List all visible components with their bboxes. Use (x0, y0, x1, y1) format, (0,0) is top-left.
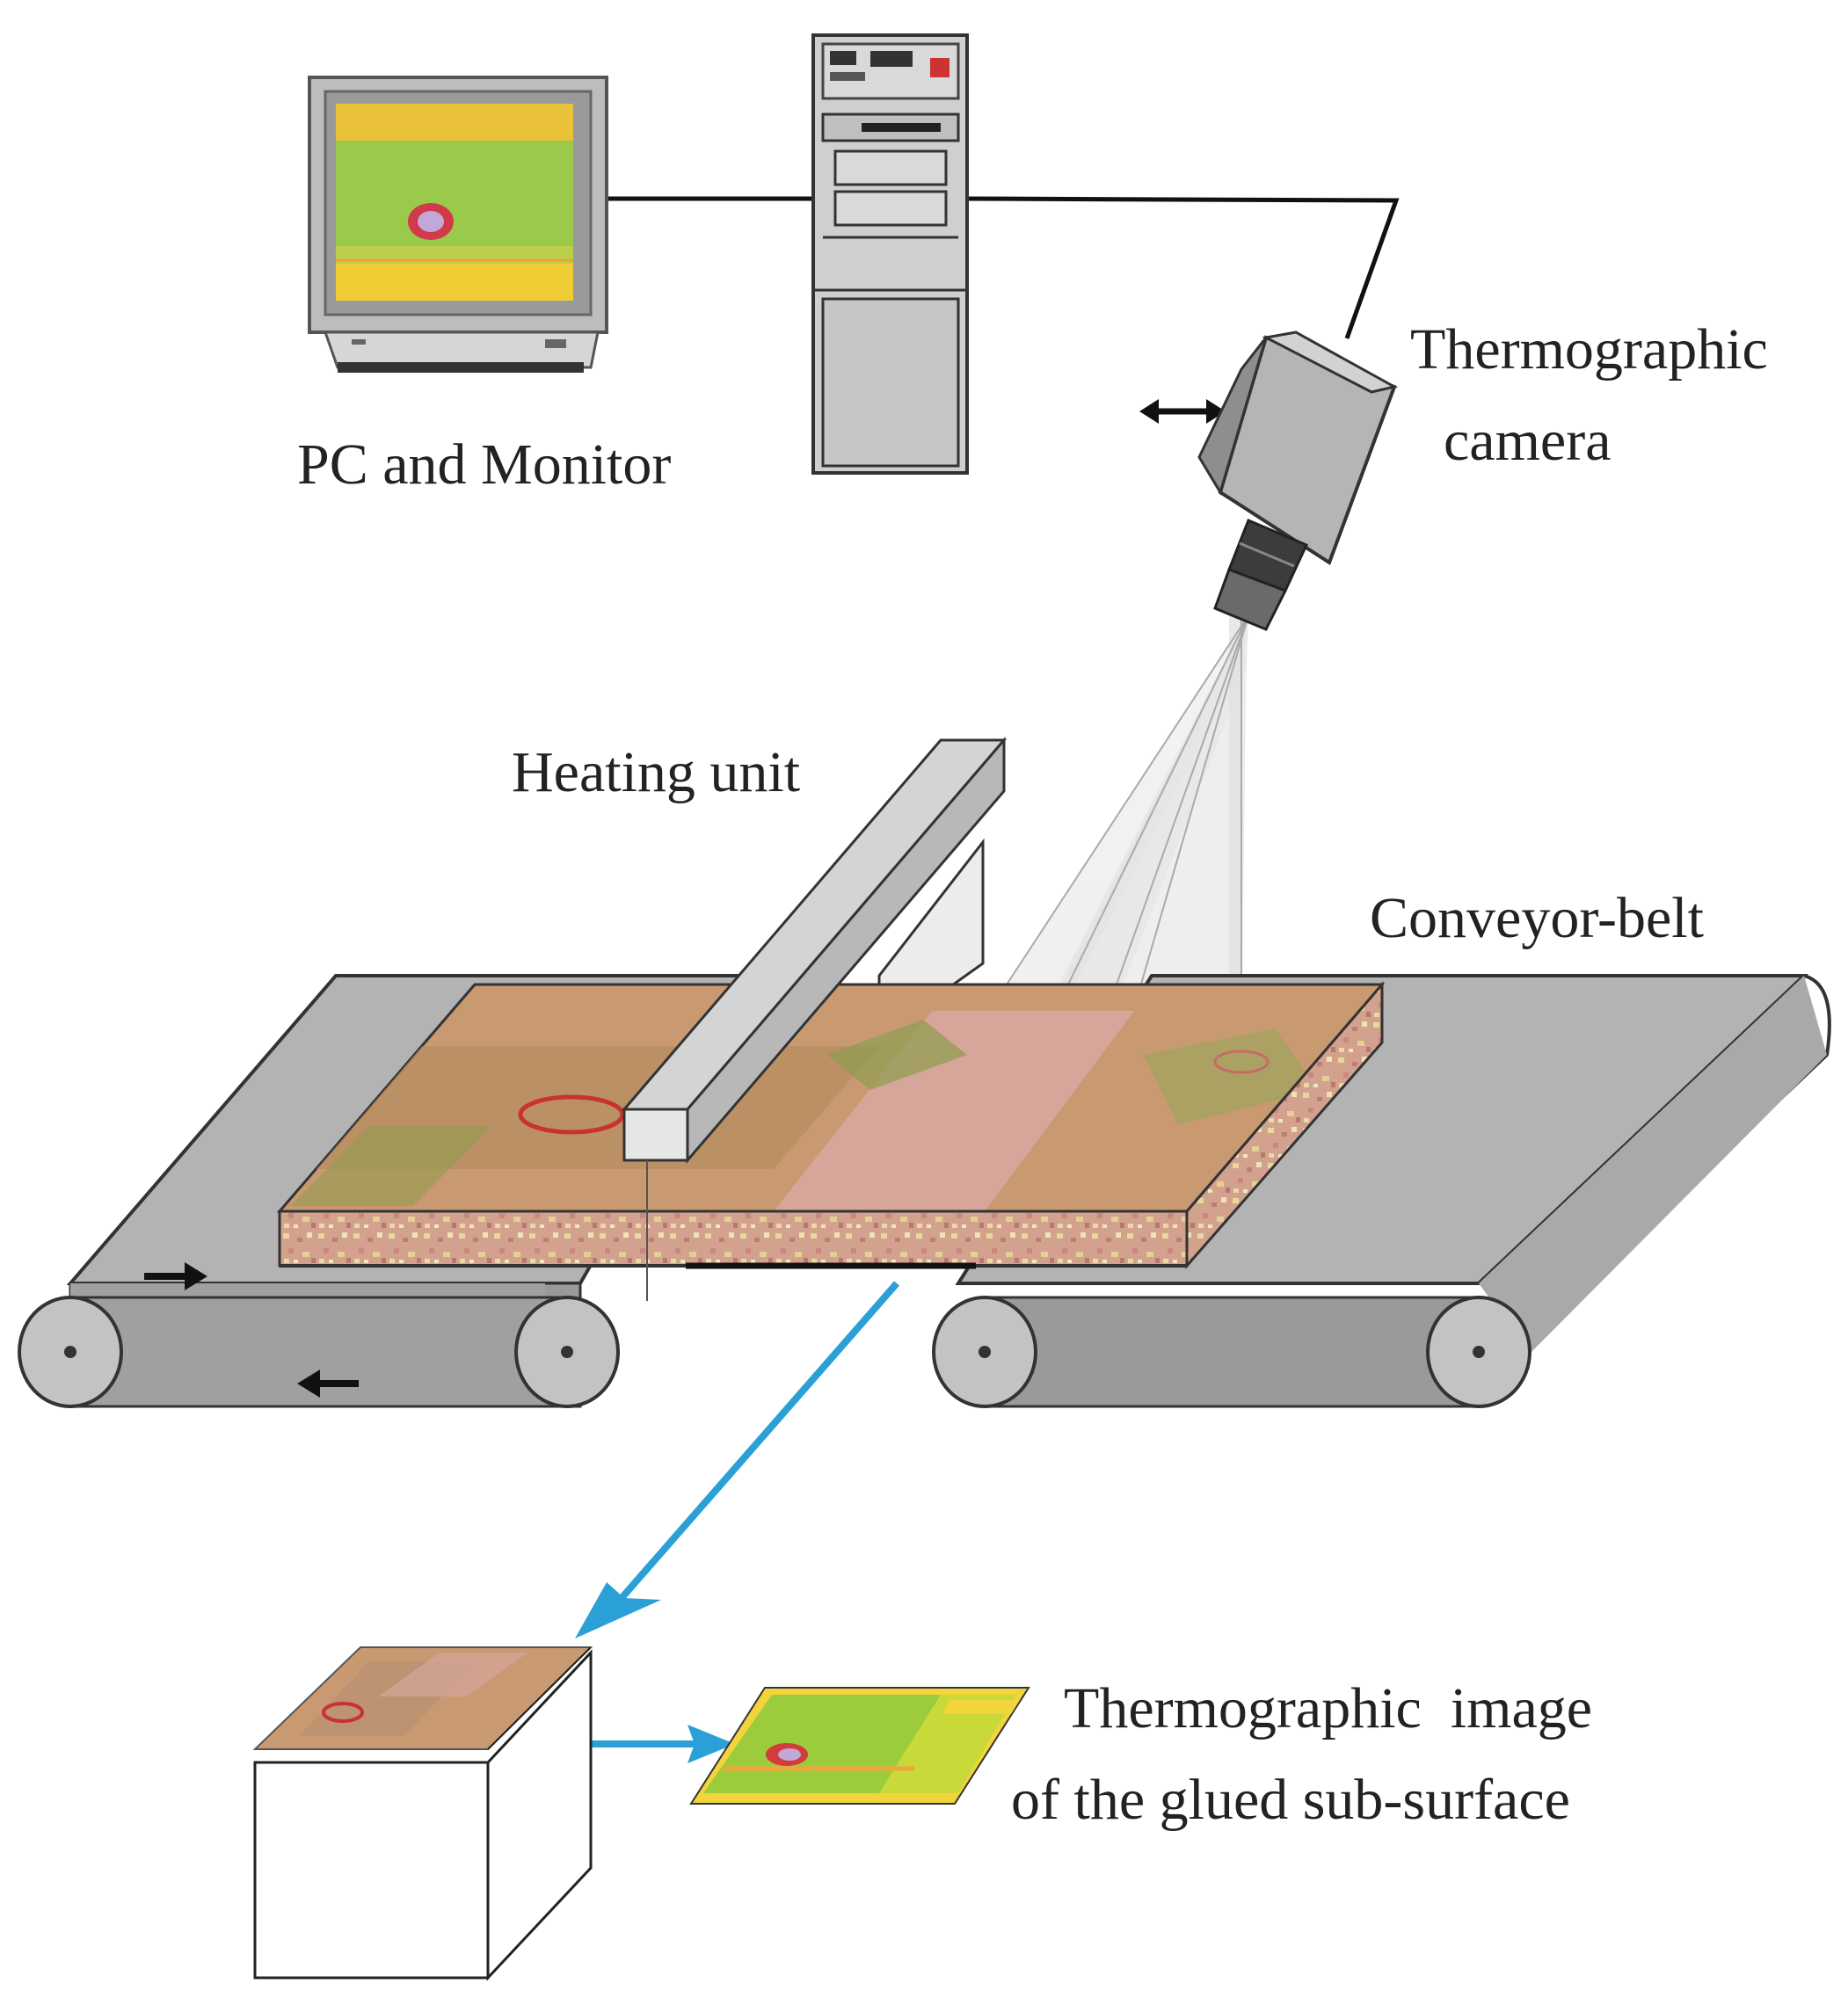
label-pc-monitor: PC and Monitor (297, 432, 672, 497)
camera-icon (1197, 331, 1399, 631)
heater-icon (621, 736, 1008, 1301)
pc-tower-icon (811, 33, 969, 475)
cable-pc-camera (966, 196, 1400, 339)
label-conveyor-belt: Conveyor-belt (1370, 886, 1704, 950)
double-arrow-icon (1139, 399, 1226, 424)
label-heating-unit: Heating unit (512, 740, 801, 804)
cube-icon (252, 1646, 593, 1981)
label-image-line2: of the glued sub-surface (1011, 1768, 1570, 1832)
blue-arrow-icon (575, 1281, 900, 1638)
panel-icon (276, 980, 1386, 1269)
monitor-icon (308, 76, 608, 373)
label-camera-line2: camera (1444, 409, 1612, 473)
thermal-image-icon (689, 1687, 1030, 1805)
label-camera-line1: Thermographic (1410, 317, 1768, 381)
blue-arrow-right-icon (571, 1725, 735, 1763)
label-image-line1: Thermographic image (1064, 1676, 1593, 1740)
label-thermographic-image: Thermographic image of the glued sub-sur… (1011, 1663, 1592, 1846)
label-thermographic-camera: Thermographic camera (1410, 304, 1768, 487)
